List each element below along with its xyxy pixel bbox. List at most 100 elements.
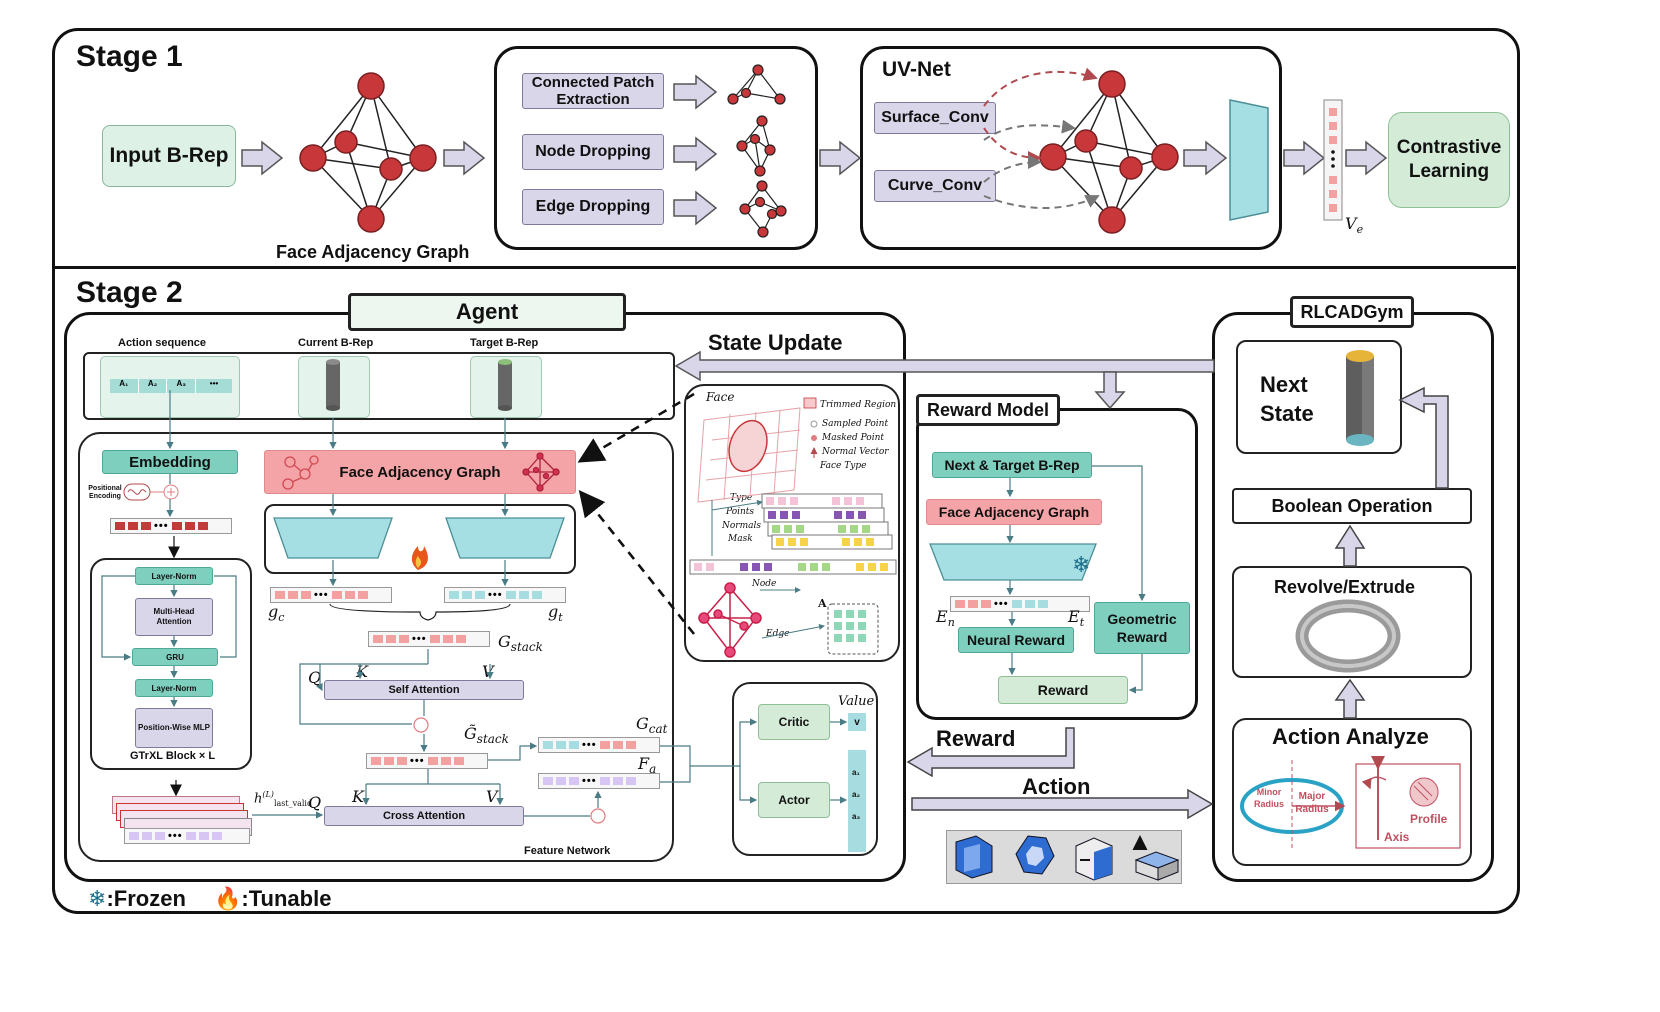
geometric-reward-box: Geometric Reward bbox=[1094, 602, 1190, 654]
embedding-vector: ••• bbox=[110, 518, 232, 534]
normal-vector-label: Normal Vector bbox=[822, 447, 889, 457]
augmentation-panel bbox=[494, 46, 818, 250]
critic-actor-panel bbox=[732, 682, 878, 856]
curve-conv-box: Curve_Conv bbox=[874, 170, 996, 202]
h-last-label: h(L)last_valid bbox=[254, 790, 313, 808]
f-a-vector: ••• bbox=[538, 773, 660, 789]
actor-output-a3: a₃ bbox=[852, 812, 861, 821]
boolean-operation-box: Boolean Operation bbox=[1232, 488, 1472, 524]
legend-frozen: ❄:Frozen bbox=[88, 886, 186, 911]
next-state-label: Next State bbox=[1260, 372, 1314, 426]
g-tilde-stack-label: G̃stack bbox=[464, 724, 509, 747]
gtrxl-caption: GTrXL Block × L bbox=[130, 750, 216, 762]
node-dropping-button: Node Dropping bbox=[522, 134, 664, 170]
minor-radius-label: Minor Radius bbox=[1253, 787, 1284, 809]
en-et-vector: ••• bbox=[950, 596, 1090, 612]
gnn-label: GNN bbox=[1233, 152, 1267, 169]
action-tokens-row: A₁ A₂ A₃ ••• bbox=[110, 379, 232, 393]
contrastive-learning-box: Contrastive Learning bbox=[1388, 112, 1510, 208]
stage-divider bbox=[54, 266, 1516, 269]
layer-norm-2-box: Layer-Norm bbox=[135, 679, 213, 697]
face-type-label: Face Type bbox=[820, 461, 867, 471]
gc-vector: ••• bbox=[270, 587, 392, 603]
mlp-box: Position-Wise MLP bbox=[135, 708, 213, 748]
current-brep-label: Current B-Rep bbox=[298, 337, 374, 349]
inputs-strip bbox=[83, 352, 675, 420]
axis-label: Axis bbox=[1384, 830, 1410, 844]
feature-network-label: Feature Network bbox=[524, 845, 611, 857]
stage1-title: Stage 1 bbox=[76, 40, 183, 73]
value-label: Value bbox=[838, 694, 875, 709]
pretrained-uvnet-label: Pre-trained UV-Net bbox=[964, 544, 1066, 577]
revolve-extrude-box bbox=[1232, 566, 1472, 678]
neural-reward-box: Neural Reward bbox=[958, 627, 1074, 653]
history-vectors: ••• bbox=[112, 796, 252, 848]
reward-fag-box: Face Adjacency Graph bbox=[926, 499, 1102, 525]
revolve-extrude-label: Revolve/Extrude bbox=[1274, 577, 1416, 597]
rlcadgym-title: RLCADGym bbox=[1290, 296, 1414, 328]
v2-label: V bbox=[486, 787, 498, 806]
surface-conv-box: Surface_Conv bbox=[874, 102, 996, 134]
action-sequence-label: Action sequence bbox=[118, 337, 207, 349]
reward-box: Reward bbox=[998, 676, 1128, 704]
node-label: Node bbox=[752, 579, 777, 589]
action-token-2: A₂ bbox=[139, 379, 168, 393]
cross-attention-box: Cross Attention bbox=[324, 806, 524, 826]
gt-vector: ••• bbox=[444, 587, 566, 603]
reward-arrow-label: Reward bbox=[936, 726, 1016, 751]
f-a-label: Fa bbox=[638, 754, 657, 777]
action-token-3: A₃ bbox=[167, 379, 197, 393]
face-label: Face bbox=[706, 390, 735, 404]
actor-box: Actor bbox=[758, 782, 830, 818]
masked-point-label: Masked Point bbox=[822, 433, 885, 443]
next-target-brep-box: Next & Target B-Rep bbox=[932, 452, 1092, 478]
action-analyze-label: Action Analyze bbox=[1272, 724, 1429, 749]
uvnet-pair-panel bbox=[264, 504, 576, 574]
input-brep-box: Input B-Rep bbox=[102, 125, 236, 187]
matrix-a-label: A bbox=[818, 597, 827, 610]
action-icons-strip bbox=[946, 830, 1182, 884]
trimmed-region-label: Trimmed Region bbox=[820, 400, 897, 410]
agent-title-box: Agent bbox=[348, 293, 626, 331]
target-brep-box bbox=[470, 356, 542, 418]
en-label: En bbox=[936, 607, 955, 630]
stage2-title: Stage 2 bbox=[76, 276, 183, 309]
connected-patch-button: Connected Patch Extraction bbox=[522, 73, 664, 109]
layer-norm-1-box: Layer-Norm bbox=[135, 567, 213, 585]
reward-model-title: Reward Model bbox=[916, 394, 1060, 426]
edge-dropping-button: Edge Dropping bbox=[522, 189, 664, 225]
positional-encoding-label: Positional Encoding bbox=[88, 485, 122, 500]
edge-label: Edge bbox=[766, 629, 790, 639]
g-stack-vector: ••• bbox=[368, 631, 490, 647]
uvnet-right-label: UV-Net bbox=[480, 529, 530, 546]
v1-label: V bbox=[482, 662, 494, 681]
uvnet-left-label: UV-Net bbox=[308, 529, 358, 546]
g-tilde-stack-vector: ••• bbox=[366, 753, 488, 769]
state-update-label: State Update bbox=[708, 330, 843, 355]
gt-label: gt bbox=[548, 602, 563, 625]
g-cat-vector: ••• bbox=[538, 737, 660, 753]
actor-output-a2: a₂ bbox=[852, 790, 861, 799]
legend-tunable: 🔥:Tunable bbox=[214, 886, 332, 911]
type-label: Type bbox=[730, 493, 753, 503]
gtrxl-block bbox=[90, 558, 252, 770]
actor-output-a1: a₁ bbox=[852, 768, 860, 777]
action-analyze-box bbox=[1232, 718, 1472, 866]
action-arrow-label: Action bbox=[1022, 774, 1091, 799]
self-attention-box: Self Attention bbox=[324, 680, 524, 700]
embedding-box: Embedding bbox=[102, 450, 238, 474]
g-cat-label: Gcat bbox=[636, 714, 668, 737]
gru-box: GRU bbox=[132, 648, 218, 666]
mha-box: Multi-Head Attention bbox=[135, 598, 213, 636]
action-token-1: A₁ bbox=[110, 379, 139, 393]
snowflake-icon: ❄ bbox=[88, 886, 107, 911]
action-token-more: ••• bbox=[209, 379, 219, 388]
points-label: Points bbox=[726, 507, 755, 517]
embedding-ve-label: Ve bbox=[1345, 214, 1364, 237]
flame-icon: 🔥 bbox=[214, 886, 242, 911]
critic-box: Critic bbox=[758, 704, 830, 740]
face-adjacency-graph-label: Face Adjacency Graph bbox=[276, 242, 470, 262]
q1-label: Q bbox=[308, 668, 322, 687]
agent-fag-box: Face Adjacency Graph bbox=[264, 450, 576, 494]
target-brep-label: Target B-Rep bbox=[470, 337, 539, 349]
